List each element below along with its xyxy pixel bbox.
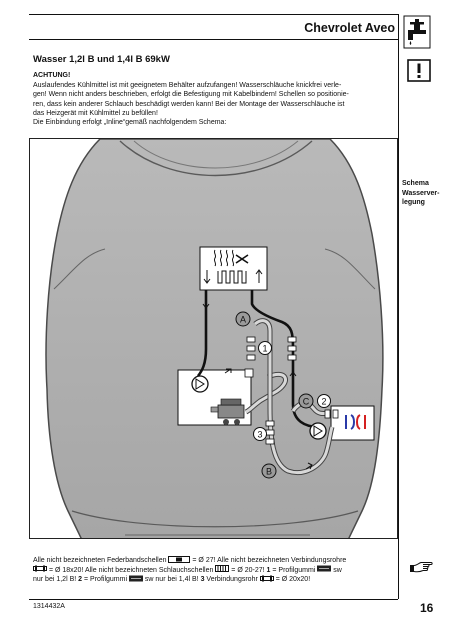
callout-2: 2 bbox=[317, 394, 331, 408]
hose-fittings bbox=[244, 336, 339, 445]
water-routing-diagram: A 1 C 2 3 B bbox=[29, 138, 398, 539]
connector-pipe-symbol bbox=[33, 565, 47, 572]
legend-text-part: = Ø 18x20! Alle nicht bezeichneten Schla… bbox=[48, 566, 214, 574]
document-number: 1314432A bbox=[33, 603, 65, 610]
caution-heading: ACHTUNG! bbox=[33, 72, 71, 79]
profile-rubber-symbol bbox=[128, 575, 143, 582]
vehicle-outline bbox=[45, 139, 384, 538]
connector-pipe-symbol bbox=[259, 575, 274, 582]
footer-rule bbox=[29, 599, 398, 600]
circulation-pump bbox=[309, 422, 327, 440]
section-title: Wasser 1,2l B und 1,4l B 69kW bbox=[33, 54, 170, 65]
profile-rubber-symbol bbox=[317, 565, 332, 572]
legend-text-part: nur bei 1,2l B! bbox=[33, 576, 77, 584]
caution-icon bbox=[407, 59, 431, 82]
page-number: 16 bbox=[420, 601, 434, 615]
callout-b: B bbox=[261, 463, 277, 479]
callout-3: 3 bbox=[253, 427, 267, 441]
callout-a: A bbox=[235, 311, 251, 327]
callout-3-label: 3 bbox=[257, 430, 262, 440]
caution-text: Auslaufendes Kühlmittel ist mit geeignet… bbox=[33, 81, 393, 127]
margin-divider bbox=[398, 14, 399, 599]
legend-text-part: sw nur bei 1,4l B! bbox=[144, 576, 199, 584]
hose-black-left bbox=[196, 290, 208, 377]
legend-line-1: Alle nicht bezeichneten Federbandschelle… bbox=[33, 555, 395, 566]
caption-line: Schema bbox=[402, 180, 429, 187]
caption-line: Wasserver- bbox=[402, 189, 440, 197]
legend-text-part: sw bbox=[333, 566, 342, 574]
callout-1: 1 bbox=[258, 341, 272, 355]
callout-1-label: 1 bbox=[262, 344, 267, 354]
callout-b-label: B bbox=[266, 467, 272, 477]
callout-c-label: C bbox=[303, 397, 310, 407]
header-rule-top bbox=[29, 14, 398, 15]
legend-text-part: Verbindungsrohr bbox=[206, 576, 258, 584]
legend-item-number: 2 bbox=[78, 576, 83, 584]
caution-line: gen! Wenn nicht anders beschrieben, erfo… bbox=[33, 91, 349, 99]
legend-item-number: 3 bbox=[200, 576, 205, 584]
figure-caption: Schema Wasserver- legung bbox=[402, 179, 448, 208]
header-rule-bottom bbox=[29, 39, 398, 40]
legend-text-part: = Ø 27! Alle nicht bezeichneten Verbindu… bbox=[192, 557, 347, 564]
water-tap-icon bbox=[403, 15, 431, 49]
callout-a-label: A bbox=[240, 315, 246, 325]
callout-2-label: 2 bbox=[321, 397, 326, 407]
heater-hose-grey bbox=[244, 318, 335, 475]
legend-text-part: = Profilgummi bbox=[272, 566, 316, 574]
legend-text-part: = Ø 20x20! bbox=[275, 576, 311, 584]
legend-line-2: = Ø 18x20! Alle nicht bezeichneten Schla… bbox=[33, 565, 395, 576]
callout-c: C bbox=[298, 393, 314, 409]
heater-unit bbox=[330, 405, 375, 441]
caution-line: ren, dass kein anderer Schlauch beschädi… bbox=[33, 100, 345, 108]
radiator-heat-exchanger bbox=[199, 246, 268, 291]
hose-black-right bbox=[250, 290, 320, 429]
legend-text-part: = Profilgummi bbox=[84, 576, 127, 584]
legend-line-3: nur bei 1,2l B! 2 = Profilgummi sw nur b… bbox=[33, 575, 395, 585]
caution-line: das Heizgerät mit Kühlmittel zu befüllen… bbox=[33, 109, 158, 117]
spring-clamp-symbol bbox=[168, 555, 191, 563]
hose-clamp-symbol bbox=[215, 565, 230, 573]
caution-line: Auslaufendes Kühlmittel ist mit geeignet… bbox=[33, 82, 342, 89]
caution-line: Die Einbindung erfolgt „Inline“gemäß nac… bbox=[33, 119, 227, 127]
caption-line: legung bbox=[402, 199, 425, 206]
page-header-title: Chevrolet Aveo bbox=[304, 21, 395, 35]
legend-text-part: = Ø 20-27! bbox=[231, 566, 265, 574]
engine-unit bbox=[177, 369, 252, 426]
legend-text-part: Alle nicht bezeichneten Federbandschelle… bbox=[33, 557, 167, 564]
legend-item-number: 1 bbox=[266, 566, 271, 574]
pointing-hand-icon bbox=[410, 562, 433, 573]
legend-text: Alle nicht bezeichneten Federbandschelle… bbox=[33, 555, 395, 585]
flow-arrows bbox=[202, 295, 313, 470]
